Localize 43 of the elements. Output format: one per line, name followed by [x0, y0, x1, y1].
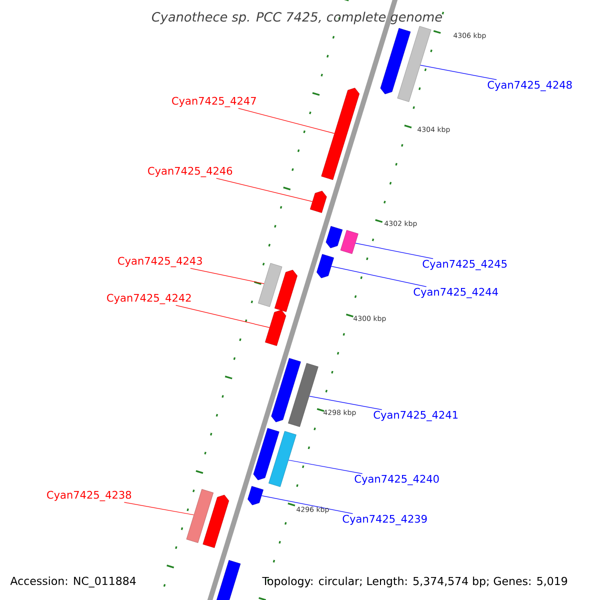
gene-label: Cyan7425_4243 — [118, 256, 202, 268]
gene-label: Cyan7425_4242 — [107, 294, 191, 304]
gene-block — [326, 226, 343, 248]
title: Cyanothece sp. PCC 7425, complete genome — [152, 12, 442, 24]
gene-block — [321, 88, 360, 180]
gene-label: Cyan7425_4244 — [414, 288, 498, 298]
leader-line — [176, 305, 270, 328]
footer-text: Topology: circular; Length: 5,374,574 bp; Genes: 5,019 — [262, 576, 568, 588]
leader-line — [331, 266, 427, 287]
leader-line — [288, 460, 363, 474]
gene-block — [216, 560, 241, 600]
gene-block — [316, 254, 334, 278]
leader-line — [309, 396, 382, 410]
leader-line — [238, 108, 335, 134]
gene-label: Cyan7425_4240 — [354, 474, 439, 486]
leader-line — [355, 242, 434, 259]
gene-label: Cyan7425_4241 — [374, 410, 458, 422]
gene-bar — [186, 489, 214, 543]
gene-block — [248, 486, 264, 506]
gene-label: Cyan7425_4246 — [148, 166, 232, 178]
gene-label: Cyan7425_4248 — [488, 80, 572, 92]
gene-block — [380, 28, 411, 94]
leader-line — [216, 178, 313, 202]
gene-bar — [268, 431, 296, 487]
leader-line — [124, 502, 194, 516]
gene-block — [310, 190, 327, 213]
gene-label: Cyan7425_4239 — [342, 514, 427, 526]
gene-block — [274, 270, 298, 312]
gene-bar — [288, 363, 318, 427]
gene-block — [202, 494, 230, 548]
gene-label: Cyan7425_4245 — [422, 260, 507, 270]
leader-line — [190, 268, 264, 284]
gene-label: Cyan7425_4238 — [47, 490, 132, 502]
leader-line — [261, 495, 354, 514]
gene-block — [253, 428, 280, 480]
gene-label: Cyan7425_4247 — [172, 96, 256, 108]
gene-bar — [397, 26, 432, 102]
footer-text: Accession: NC_011884 — [10, 576, 136, 588]
leader-line — [420, 64, 497, 80]
gene-block — [271, 358, 301, 422]
gene-block — [265, 310, 286, 346]
gene-bar — [340, 230, 358, 254]
gene-bar — [258, 263, 282, 307]
